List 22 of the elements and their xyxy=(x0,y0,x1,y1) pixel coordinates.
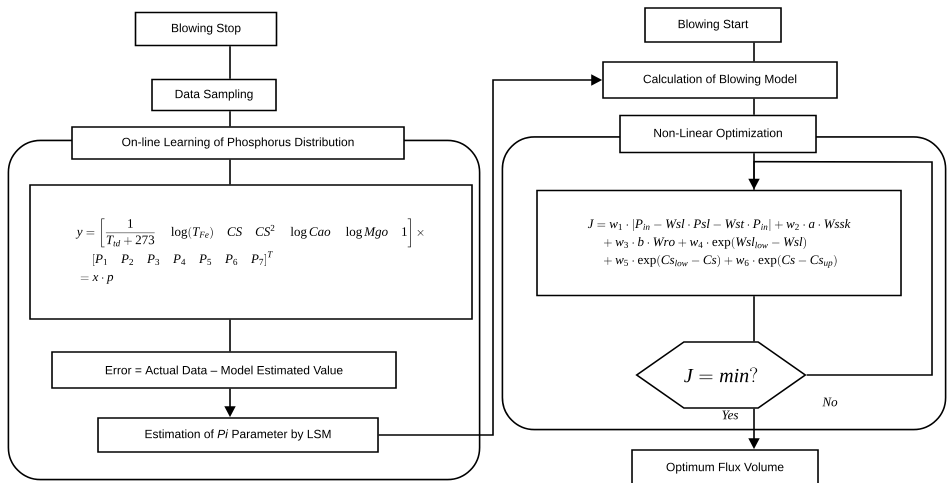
connector-line xyxy=(753,98,755,115)
connector-line xyxy=(753,42,755,62)
connector-line xyxy=(753,296,755,342)
process-box: On-line Learning of Phosphorus Distribution xyxy=(71,126,405,160)
process-box: Blowing Start xyxy=(644,7,782,43)
process-box: Error = Actual Data – Model Estimated Value xyxy=(51,351,397,389)
edge-label: Yes xyxy=(720,410,740,420)
connector-line xyxy=(229,160,231,184)
process-box: Calculation of Blowing Model xyxy=(602,61,838,99)
process-box: Data Sampling xyxy=(151,78,277,112)
formula-box: $\begin{aligned}&y=\left[\frac{1}{T_{td}+273}\quad\log(T_{Fe})\quad CS\quad CS^{2}\quad\log Cao\quad\log Mgo\quad 1\right]\times\\&\quad\left[P_{1}\quad P_{2}\quad P_{3}\quad P_{4}\quad P_{5}\quad P_{6}\quad P_{7}\right]^{T}\\&=x\cdot p\end{aligned}$ xyxy=(29,184,473,320)
decision-hexagon: $J=min?$ xyxy=(635,341,807,409)
connector-line xyxy=(753,153,755,190)
process-box: Blowing Stop xyxy=(134,12,278,46)
connector-line xyxy=(229,320,231,352)
edge-label: No xyxy=(821,396,839,408)
connector-line xyxy=(229,111,231,126)
connector-line xyxy=(229,46,231,79)
process-box: Estimation of Pi Parameter by LSM xyxy=(97,417,379,453)
process-box: Optimum Flux Volume xyxy=(631,449,819,483)
process-box: Non-Linear Optimization xyxy=(619,114,817,154)
formula-box: $\begin{aligned}&J=w_{1}\cdot\left|P_{in}-Wsl\cdot Psl-Wst\cdot P_{in}\right|+w_{2}\cdot a\cdot Wssk\\&\quad+w_{3}\cdot b\cdot Wro+w_{4}\cdot\exp(Wsl_{low}-Wsl)\\&\quad+w_{5}\cdot\exp(Cs_{low}-Cs)+w_{6}\cdot\exp(Cs-Cs_{up})\end{aligned}$ xyxy=(536,190,902,296)
